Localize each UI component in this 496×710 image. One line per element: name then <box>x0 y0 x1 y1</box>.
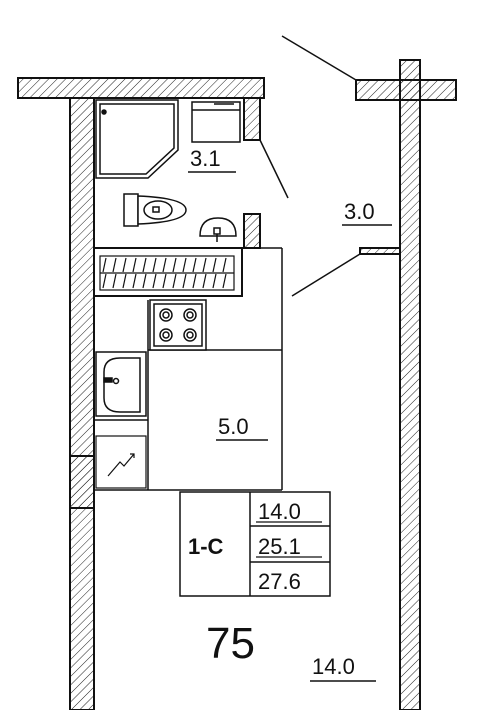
radiator-fin <box>192 273 197 289</box>
apartment-type: 1-С <box>188 534 224 559</box>
radiator-fin <box>142 273 147 289</box>
radiator-fin <box>112 257 117 273</box>
radiator-fin <box>212 257 217 273</box>
radiator-fin <box>192 257 197 273</box>
ventilation-duct <box>95 435 147 489</box>
radiator-fin <box>112 273 117 289</box>
apartment-total-area: 25.1 <box>258 534 301 559</box>
kitchen-area-label: 5.0 <box>218 414 249 439</box>
radiator-fin <box>182 257 187 273</box>
radiator-fin <box>222 257 227 273</box>
radiator-fin <box>132 273 137 289</box>
wall-bath-partition-bottom <box>243 213 261 249</box>
radiator-fin <box>172 273 177 289</box>
bathroom-area-label: 3.1 <box>190 146 221 171</box>
apartment-info-box <box>179 491 331 597</box>
radiator-fin <box>182 273 187 289</box>
kitchen-sink <box>95 351 147 417</box>
radiator-fins <box>102 257 227 289</box>
radiator-fin <box>202 257 207 273</box>
radiator <box>99 255 235 291</box>
radiator-fin <box>142 257 147 273</box>
radiator-fin <box>102 273 107 289</box>
apartment-info-text: 1-С 14.0 25.1 27.6 <box>188 499 322 594</box>
wall-left <box>69 97 95 710</box>
washing-machine <box>191 101 241 143</box>
living-area-label: 14.0 <box>312 654 355 679</box>
radiator-fin <box>152 273 157 289</box>
interior-lines <box>93 35 361 491</box>
radiator-fin <box>102 257 107 273</box>
stove <box>149 299 207 351</box>
walls <box>17 59 457 710</box>
wall-bath-partition-top <box>243 97 261 141</box>
apartment-number: 75 <box>206 619 255 668</box>
radiator-fin <box>122 257 127 273</box>
radiator-fin <box>132 257 137 273</box>
radiator-fin <box>162 273 167 289</box>
apartment-living-area: 14.0 <box>258 499 301 524</box>
radiator-fin <box>202 273 207 289</box>
radiator-fin <box>162 257 167 273</box>
radiator-fin <box>172 257 177 273</box>
apartment-total-with-balcony: 27.6 <box>258 569 301 594</box>
shower-cabin <box>95 99 179 179</box>
wall-top-left <box>17 77 265 99</box>
toilet <box>123 193 187 227</box>
hall-area-label: 3.0 <box>344 199 375 224</box>
radiator-fin <box>152 257 157 273</box>
radiator-fin <box>212 273 217 289</box>
room-labels: 3.1 3.0 5.0 14.0 <box>188 146 392 682</box>
wall-corridor-stub <box>359 247 401 255</box>
radiator-fin <box>222 273 227 289</box>
radiator-fin <box>122 273 127 289</box>
bathroom-sink <box>199 217 237 242</box>
wall-left-column <box>69 455 95 509</box>
wall-right <box>399 59 421 710</box>
